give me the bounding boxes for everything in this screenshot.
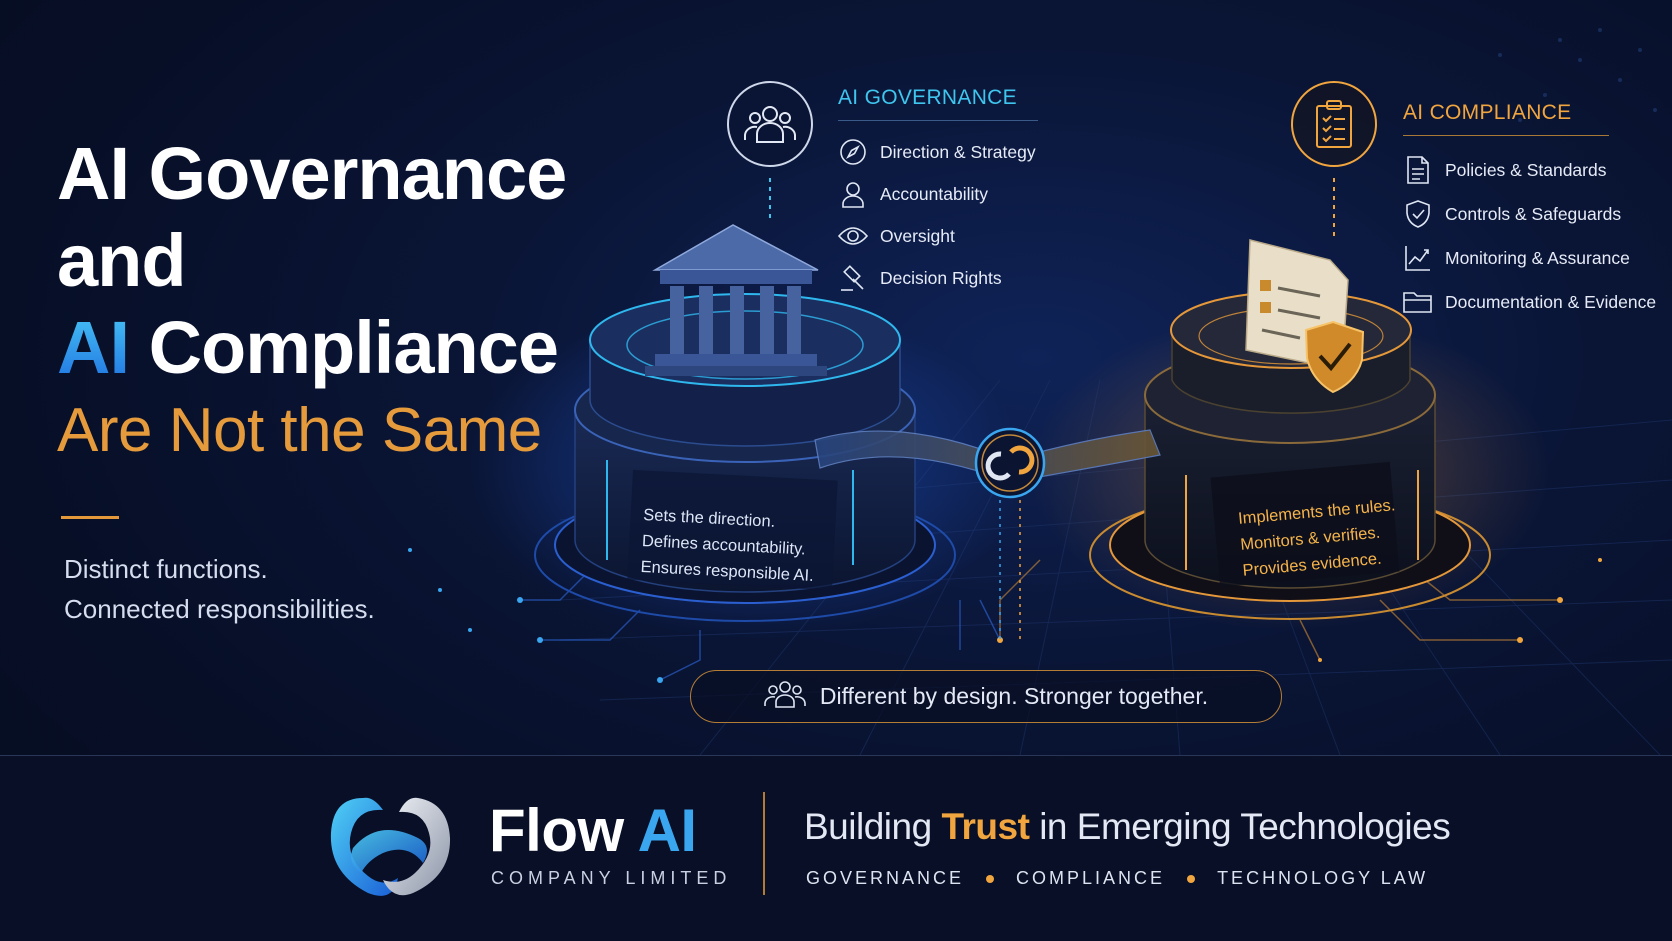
compliance-item-label: Policies & Standards	[1445, 159, 1607, 180]
footer-vertical-divider	[763, 792, 765, 895]
hero-line-1: AI Governance	[57, 132, 567, 215]
compliance-panel: AI COMPLIANCE Policies & Standards Contr…	[1403, 101, 1663, 324]
governance-item-label: Oversight	[880, 225, 955, 246]
compliance-item-label: Documentation & Evidence	[1445, 291, 1657, 312]
governance-title: AI GOVERNANCE	[838, 86, 1038, 121]
governance-item-decision: Decision Rights	[838, 257, 1038, 299]
brand-subtitle: COMPANY LIMITED	[491, 868, 732, 888]
slogan-pre: Building	[804, 806, 932, 847]
governance-list: Direction & Strategy Accountability Over…	[838, 131, 1038, 299]
tag-compliance: COMPLIANCE	[1016, 868, 1166, 888]
team-icon	[764, 679, 806, 714]
hero-divider	[61, 516, 119, 519]
compliance-item-monitoring: Monitoring & Assurance	[1403, 236, 1663, 280]
compliance-item-label: Monitoring & Assurance	[1445, 247, 1630, 268]
slogan: Building Trust in Emerging Technologies	[804, 806, 1451, 848]
compliance-item-documentation: Documentation & Evidence	[1403, 280, 1663, 324]
clipboard-checklist-icon	[1291, 81, 1377, 167]
tag-governance: GOVERNANCE	[806, 868, 965, 888]
hero-line-4: Are Not the Same	[57, 396, 542, 465]
tag-dot	[986, 874, 995, 883]
hero-ai-word: AI	[57, 306, 130, 389]
compass-icon	[838, 137, 868, 167]
slogan-trust: Trust	[941, 806, 1030, 847]
document-icon	[1403, 155, 1433, 185]
governance-item-label: Accountability	[880, 183, 988, 204]
gavel-icon	[838, 263, 868, 293]
tag-dot	[1187, 874, 1196, 883]
hero-line-3: AI Compliance	[57, 304, 617, 391]
hero-headline: AI Governance and AI Compliance Are Not …	[57, 130, 617, 471]
footer	[0, 756, 1672, 941]
governance-panel: AI GOVERNANCE Direction & Strategy Accou…	[838, 86, 1038, 299]
tag-technology-law: TECHNOLOGY LAW	[1217, 868, 1429, 888]
governance-item-accountability: Accountability	[838, 173, 1038, 215]
brand-name: Flow AI	[489, 797, 697, 865]
compliance-pedestal-text: Implements the rules. Monitors & verifie…	[1237, 492, 1401, 583]
brand-flow: Flow	[489, 797, 624, 864]
compliance-list: Policies & Standards Controls & Safeguar…	[1403, 148, 1663, 324]
together-pill: Different by design. Stronger together.	[690, 670, 1282, 723]
hero-compliance-word: Compliance	[148, 306, 559, 389]
footer-tags: GOVERNANCE COMPLIANCE TECHNOLOGY LAW	[806, 868, 1428, 889]
governance-item-direction: Direction & Strategy	[838, 131, 1038, 173]
slogan-post: in Emerging Technologies	[1039, 806, 1451, 847]
folder-icon	[1403, 287, 1433, 317]
tagline: Distinct functions. Connected responsibi…	[64, 549, 375, 629]
brand-ai: AI	[637, 797, 698, 864]
tagline-line-2: Connected responsibilities.	[64, 594, 375, 624]
pill-text: Different by design. Stronger together.	[819, 683, 1209, 709]
tagline-line-1: Distinct functions.	[64, 554, 268, 584]
eye-icon	[838, 221, 868, 251]
person-icon	[838, 179, 868, 209]
hero-line-2: and	[57, 219, 187, 302]
flow-ai-logo-icon	[330, 797, 451, 896]
compliance-title: AI COMPLIANCE	[1403, 101, 1609, 136]
governance-item-oversight: Oversight	[838, 215, 1038, 257]
footer-divider	[0, 755, 1672, 756]
link-icon	[985, 445, 1035, 481]
shield-check-icon	[1403, 199, 1433, 229]
compliance-item-controls: Controls & Safeguards	[1403, 192, 1663, 236]
governance-item-label: Decision Rights	[880, 267, 1002, 288]
people-group-icon	[727, 81, 813, 167]
compliance-item-policies: Policies & Standards	[1403, 148, 1663, 192]
governance-item-label: Direction & Strategy	[880, 141, 1036, 162]
compliance-item-label: Controls & Safeguards	[1445, 203, 1622, 224]
governance-pedestal-text: Sets the direction. Defines accountabili…	[640, 502, 817, 589]
chart-icon	[1403, 243, 1433, 273]
